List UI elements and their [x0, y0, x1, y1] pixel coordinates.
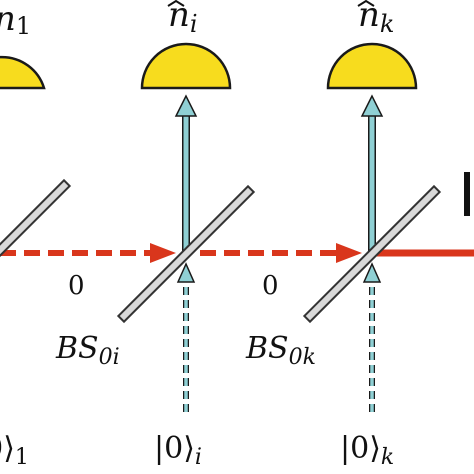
vacuum-beam-segment-2: [200, 243, 362, 263]
vacuum-beam-segment-1: [0, 243, 176, 263]
beamsplitter-label-i: BS0i: [55, 331, 120, 370]
output-arrow-i: [174, 94, 198, 117]
beamsplitter-label-k: BS0k: [245, 331, 316, 370]
detector-dome-k: [326, 42, 418, 90]
beamsplitter-i: [116, 184, 256, 324]
output-beam-k: [360, 94, 384, 253]
input-arrow-i: [176, 262, 196, 283]
detector-dome-1: [0, 55, 46, 90]
beamsplitter-left: [0, 178, 72, 258]
output-beam-i: [174, 94, 198, 253]
detector-label-1: n1: [0, 0, 31, 40]
detector-subscript-i: i: [190, 10, 198, 38]
input-state-subscript-1: 1: [15, 445, 29, 470]
input-state-label-i: |0⟩i: [154, 431, 202, 470]
beam-arrow-1: [150, 243, 176, 263]
detector-symbol-k: n: [358, 0, 380, 35]
input-state-subscript-k: k: [381, 445, 394, 470]
hat-mark-k: [357, 0, 375, 7]
input-beam-i: [176, 262, 196, 412]
detector-symbol-1: n: [0, 0, 16, 39]
input-arrow-k: [362, 262, 382, 283]
beamsplitter-subscript-k: 0k: [289, 345, 316, 370]
beam-label-1: 0: [68, 271, 85, 301]
hat-mark-i: [167, 0, 185, 7]
detector-subscript-1: 1: [16, 12, 31, 40]
beam-label-2: 0: [262, 271, 279, 301]
edge-bar: [464, 172, 470, 216]
input-state-ket-1: |0⟩: [0, 431, 15, 466]
detector-dome-i: [140, 42, 232, 90]
detector-label-i: ni: [168, 0, 198, 38]
beamsplitter-k: [302, 184, 442, 324]
detector-subscript-k: k: [380, 10, 395, 38]
output-arrow-k: [360, 94, 384, 117]
beamsplitter-subscript-i: 0i: [99, 345, 120, 370]
input-state-label-1: |0⟩1: [0, 431, 29, 470]
beamsplitter-symbol-k: BS: [245, 331, 289, 366]
beamsplitter-symbol-i: BS: [55, 331, 99, 366]
input-state-subscript-i: i: [195, 445, 202, 470]
input-state-label-k: |0⟩k: [340, 431, 394, 470]
input-beam-k: [362, 262, 382, 412]
beam-arrow-2: [336, 243, 362, 263]
input-state-ket-i: |0⟩: [154, 431, 195, 466]
detector-label-k: nk: [358, 0, 394, 38]
detector-symbol-i: n: [168, 0, 190, 35]
input-state-ket-k: |0⟩: [340, 431, 381, 466]
